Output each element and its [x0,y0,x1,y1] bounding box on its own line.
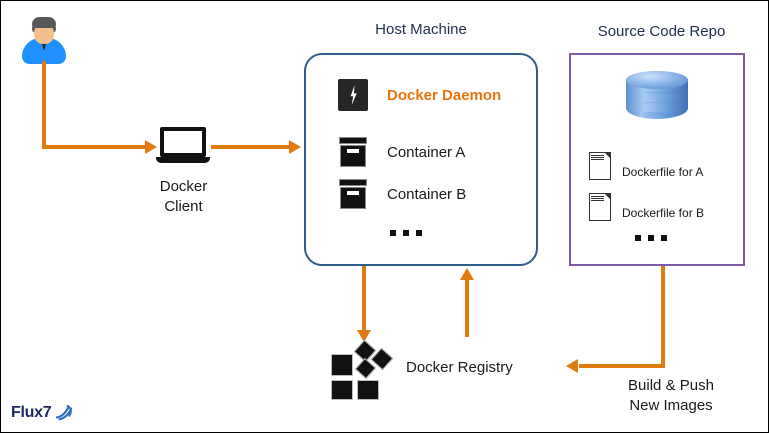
crate-slot [347,191,359,195]
swoosh-icon [55,405,73,421]
host-more-indicator [390,230,422,236]
registry-square-2 [331,380,353,400]
flux7-logo-text: Flux7 [11,404,52,421]
container-box-icon-a [339,137,367,167]
person-hair-top [32,17,56,28]
document-icon-b [589,193,611,221]
arrow-repo-to-registry-head [566,359,578,373]
docker-daemon-label: Docker Daemon [387,87,502,104]
bolt-glyph [350,85,357,105]
document-fold [604,193,611,200]
repo-more-indicator [635,235,667,241]
crate-lid [339,179,367,186]
build-push-line1: Build & Push [628,377,714,394]
arrow-host-to-registry-head [357,330,371,342]
docker-client-caption: Docker Client [131,177,236,218]
db-ring-3 [626,103,688,112]
person-face [34,23,54,44]
docker-client-caption-line1: Docker [159,178,208,195]
arrow-user-to-client-horizontal [42,145,147,149]
arrow-registry-to-host-head [460,268,474,280]
crate-slot [347,149,359,153]
document-fold [604,152,611,159]
dockerfile-a-label: Dockerfile for A [622,165,704,179]
registry-blocks-icon [331,339,394,400]
arrow-client-to-host-head [289,140,301,154]
laptop-icon [156,127,210,167]
arrow-repo-to-registry-horizontal [579,364,665,368]
document-icon-a [589,152,611,180]
flux7-logo: Flux7 [11,404,91,426]
source-code-repo-box [569,53,745,266]
arrow-user-to-client-vertical [42,61,46,149]
document-lines [591,196,604,201]
docker-client-caption-line2: Client [164,198,203,216]
docker-registry-label: Docker Registry [406,359,513,376]
arrow-registry-to-host-line [465,279,469,337]
container-a-label: Container A [387,144,466,161]
db-ring-2 [626,93,688,102]
host-machine-title: Host Machine [375,21,467,38]
document-lines [591,155,604,160]
person-collar [40,38,48,51]
build-push-caption: Build & Push New Images [601,376,741,417]
build-push-line2: New Images [629,397,713,415]
arrow-host-to-registry-line [362,266,366,332]
dockerfile-b-label: Dockerfile for B [622,206,705,220]
database-cylinder-icon [626,69,688,127]
registry-square-1 [331,354,353,376]
container-box-icon-b [339,179,367,209]
lightning-bolt-icon [338,79,368,111]
person-icon [19,17,69,65]
db-top [626,71,688,89]
crate-lid [339,137,367,144]
arrow-repo-to-registry-vertical [661,266,665,368]
crate-body [340,187,366,209]
crate-body [340,145,366,167]
registry-square-3 [357,380,379,400]
arrow-user-to-client-head [145,140,157,154]
laptop-base [156,157,210,163]
source-code-repo-title: Source Code Repo [597,23,726,40]
container-b-label: Container B [387,186,467,203]
laptop-screen [160,127,206,157]
arrow-client-to-host-line [211,145,291,149]
